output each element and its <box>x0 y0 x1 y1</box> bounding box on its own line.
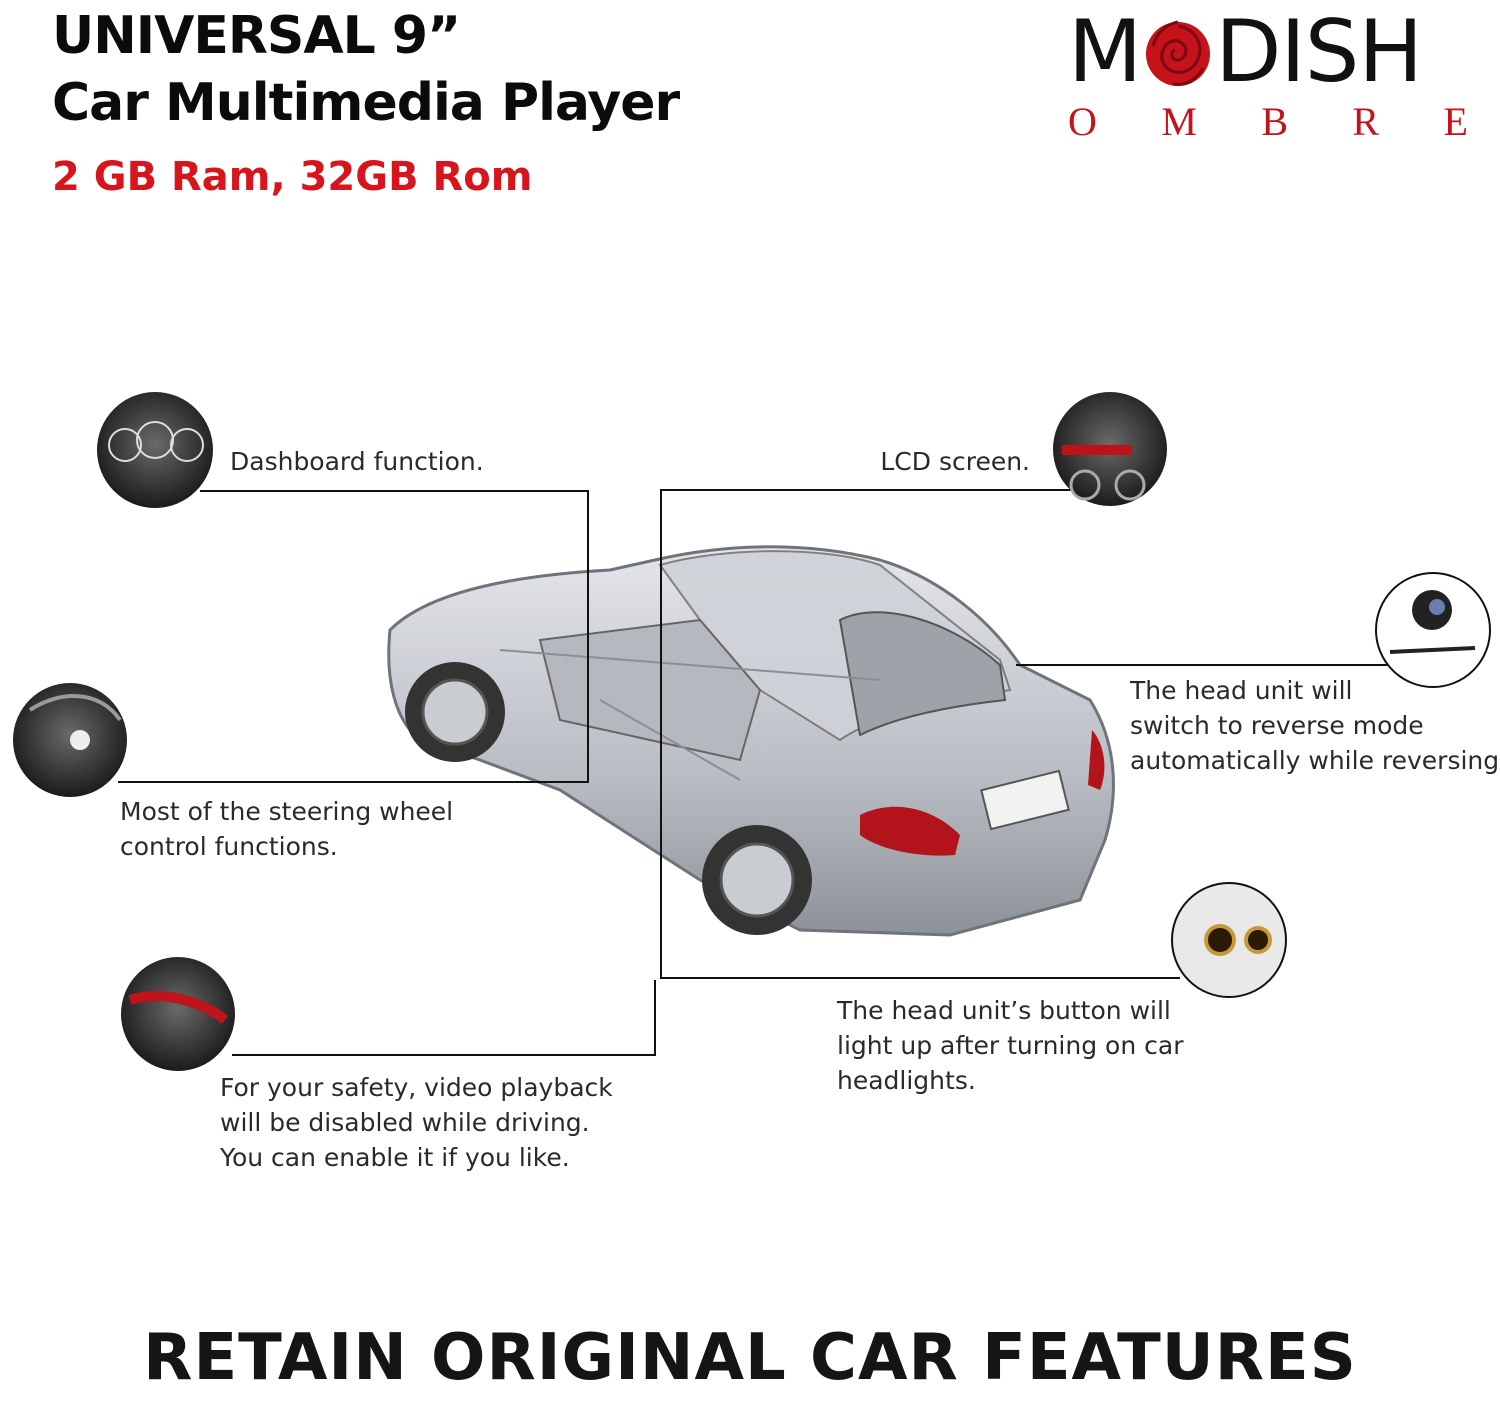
dashboard-thumbnail <box>97 392 213 508</box>
headlight-thumbnail <box>1171 882 1287 998</box>
footer-tagline: RETAIN ORIGINAL CAR FEATURES <box>143 1321 1357 1395</box>
headlights-line: The head unit’s button will <box>837 996 1171 1025</box>
label-safety: For your safety, video playback will be … <box>220 1070 613 1175</box>
label-steering: Most of the steering wheel control funct… <box>120 794 453 864</box>
label-headlights: The head unit’s button will light up aft… <box>837 993 1183 1098</box>
spec-line: 2 GB Ram, 32GB Rom <box>52 154 533 200</box>
safety-line: For your safety, video playback <box>220 1073 613 1102</box>
label-dashboard: Dashboard function. <box>230 447 484 476</box>
label-lcd: LCD screen. <box>880 447 1030 476</box>
brand-letters-dish: DISH <box>1215 2 1423 102</box>
steering-line: control functions. <box>120 832 338 861</box>
headline-product: Car Multimedia Player <box>52 73 680 133</box>
tagline-letter: O <box>1068 99 1097 144</box>
rose-icon <box>1141 2 1215 102</box>
headlights-line: light up after turning on car <box>837 1031 1184 1060</box>
lcd-thumbnail <box>1053 392 1167 506</box>
steering-line: Most of the steering wheel <box>120 797 454 826</box>
headline-universal: UNIVERSAL 9” <box>52 6 461 66</box>
brand-logo: M DISH <box>1068 2 1423 102</box>
headlights-line: headlights. <box>837 1066 976 1095</box>
tagline-letter: E <box>1443 99 1468 144</box>
safety-line: will be disabled while driving. <box>220 1108 590 1137</box>
tagline-letter: B <box>1261 99 1288 144</box>
leader-lines <box>118 489 1392 1056</box>
reverse-line: The head unit will <box>1130 676 1353 705</box>
safety-line: You can enable it if you like. <box>220 1143 570 1172</box>
car-illustration <box>387 545 1115 937</box>
brand-tagline: O M B R E <box>1068 98 1468 146</box>
reverse-line: automatically while reversing. <box>1130 746 1500 775</box>
tagline-letter: R <box>1352 99 1380 144</box>
tagline-letter: M <box>1161 99 1197 144</box>
handbrake-thumbnail <box>121 957 235 1071</box>
brand-letter-m: M <box>1068 2 1142 102</box>
reverse-line: switch to reverse mode <box>1130 711 1424 740</box>
steering-thumbnail <box>13 683 127 797</box>
label-reverse: The head unit will switch to reverse mod… <box>1130 673 1500 778</box>
reverse-camera-thumbnail <box>1375 572 1491 688</box>
